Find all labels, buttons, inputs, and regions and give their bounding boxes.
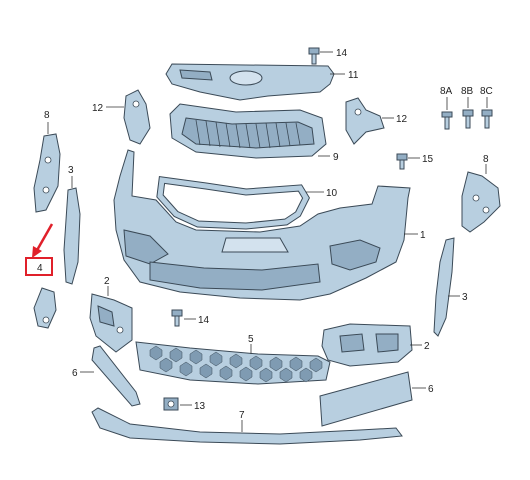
callout-8-left: 8	[44, 110, 50, 121]
highlight-arrow	[32, 223, 54, 258]
radiator-grille-part	[169, 103, 327, 159]
right-trim-strip-part	[319, 371, 413, 427]
callout-3-left: 3	[68, 165, 74, 176]
callout-8-right: 8	[483, 154, 489, 165]
callout-8b: 8B	[461, 86, 474, 97]
callout-2-right: 2	[424, 341, 430, 352]
callout-2-left: 2	[104, 276, 110, 287]
right-absorber-part	[321, 323, 413, 367]
callout-14-top: 14	[336, 48, 348, 59]
callout-7: 7	[239, 410, 245, 421]
lower-grille-part	[135, 341, 331, 385]
bolt-icon	[308, 47, 320, 65]
callout-3-right: 3	[462, 292, 468, 303]
left-absorber-part	[89, 293, 133, 353]
right-mount-bracket-part	[461, 171, 501, 233]
callout-6-right: 6	[428, 384, 434, 395]
callout-6-left: 6	[72, 368, 78, 379]
callout-11: 11	[348, 70, 359, 81]
callout-14-mid: 14	[198, 315, 210, 326]
right-side-strip-part	[433, 237, 455, 337]
upper-crossmember-part	[165, 63, 335, 101]
left-side-strip-part	[63, 187, 81, 285]
callout-9: 9	[333, 152, 339, 163]
right-bracket-part	[345, 97, 385, 145]
lower-spoiler-part	[91, 407, 403, 445]
screw-icon	[481, 109, 493, 129]
bolt-icon	[171, 309, 183, 327]
left-mount-bracket-part	[33, 133, 61, 213]
callout-13: 13	[194, 401, 206, 412]
callout-5: 5	[248, 334, 254, 345]
left-trim-strip-part	[91, 345, 141, 407]
callout-8c: 8C	[480, 86, 493, 97]
callout-12-left: 12	[92, 103, 104, 114]
callout-1: 1	[420, 230, 426, 241]
highlight-box	[25, 257, 53, 276]
callout-10: 10	[326, 188, 338, 199]
screw-icon	[441, 111, 453, 130]
tow-hook-cap-part	[33, 287, 57, 329]
left-bracket-part	[123, 89, 151, 145]
front-bumper-cover-part	[113, 149, 411, 301]
grille-frame-part	[156, 176, 310, 230]
callout-12-right: 12	[396, 114, 408, 125]
callout-15: 15	[422, 154, 434, 165]
screw-icon	[462, 109, 474, 129]
clip-icon	[396, 153, 408, 170]
callout-8a: 8A	[440, 86, 453, 97]
callout-4: 4	[37, 263, 43, 274]
clip-icon	[163, 397, 179, 411]
